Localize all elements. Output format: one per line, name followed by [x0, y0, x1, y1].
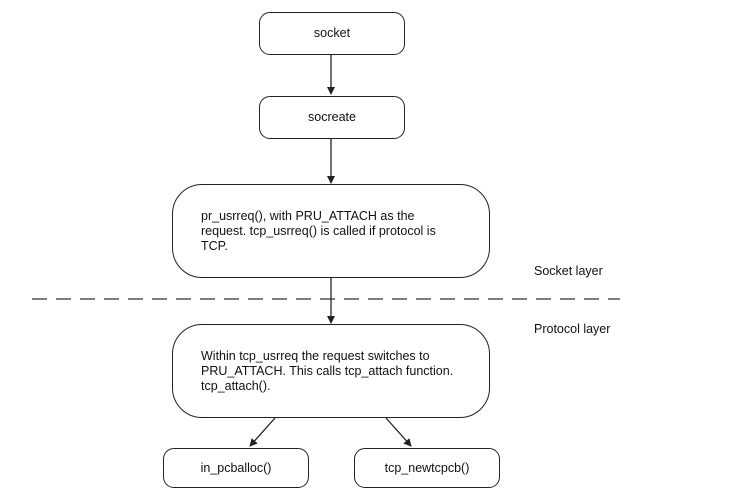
node-socreate-label: socreate [308, 110, 356, 124]
node-in-pcballoc-label: in_pcballoc() [200, 460, 272, 475]
node-in-pcballoc: in_pcballoc() [163, 448, 309, 488]
arrow-to-in-pcballoc [249, 417, 276, 447]
arrow-to-tcp-newtcpcb [385, 417, 412, 447]
node-pr-usrreq: pr_usrreq(), with PRU_ATTACH as the requ… [172, 184, 490, 278]
node-tcp-newtcpcb-label: tcp_newtcpcb() [384, 460, 470, 475]
protocol-layer-label: Protocol layer [534, 322, 611, 336]
node-socket-label: socket [313, 26, 351, 40]
node-socket: socket [259, 12, 405, 55]
node-tcp-usrreq: Within tcp_usrreq the request switches t… [172, 324, 490, 418]
node-socreate: socreate [259, 96, 405, 139]
node-tcp-newtcpcb: tcp_newtcpcb() [354, 448, 500, 488]
socket-layer-label: Socket layer [534, 264, 603, 278]
node-tcp-usrreq-label: Within tcp_usrreq the request switches t… [201, 348, 454, 393]
node-pr-usrreq-label: pr_usrreq(), with PRU_ATTACH as the requ… [201, 208, 436, 253]
